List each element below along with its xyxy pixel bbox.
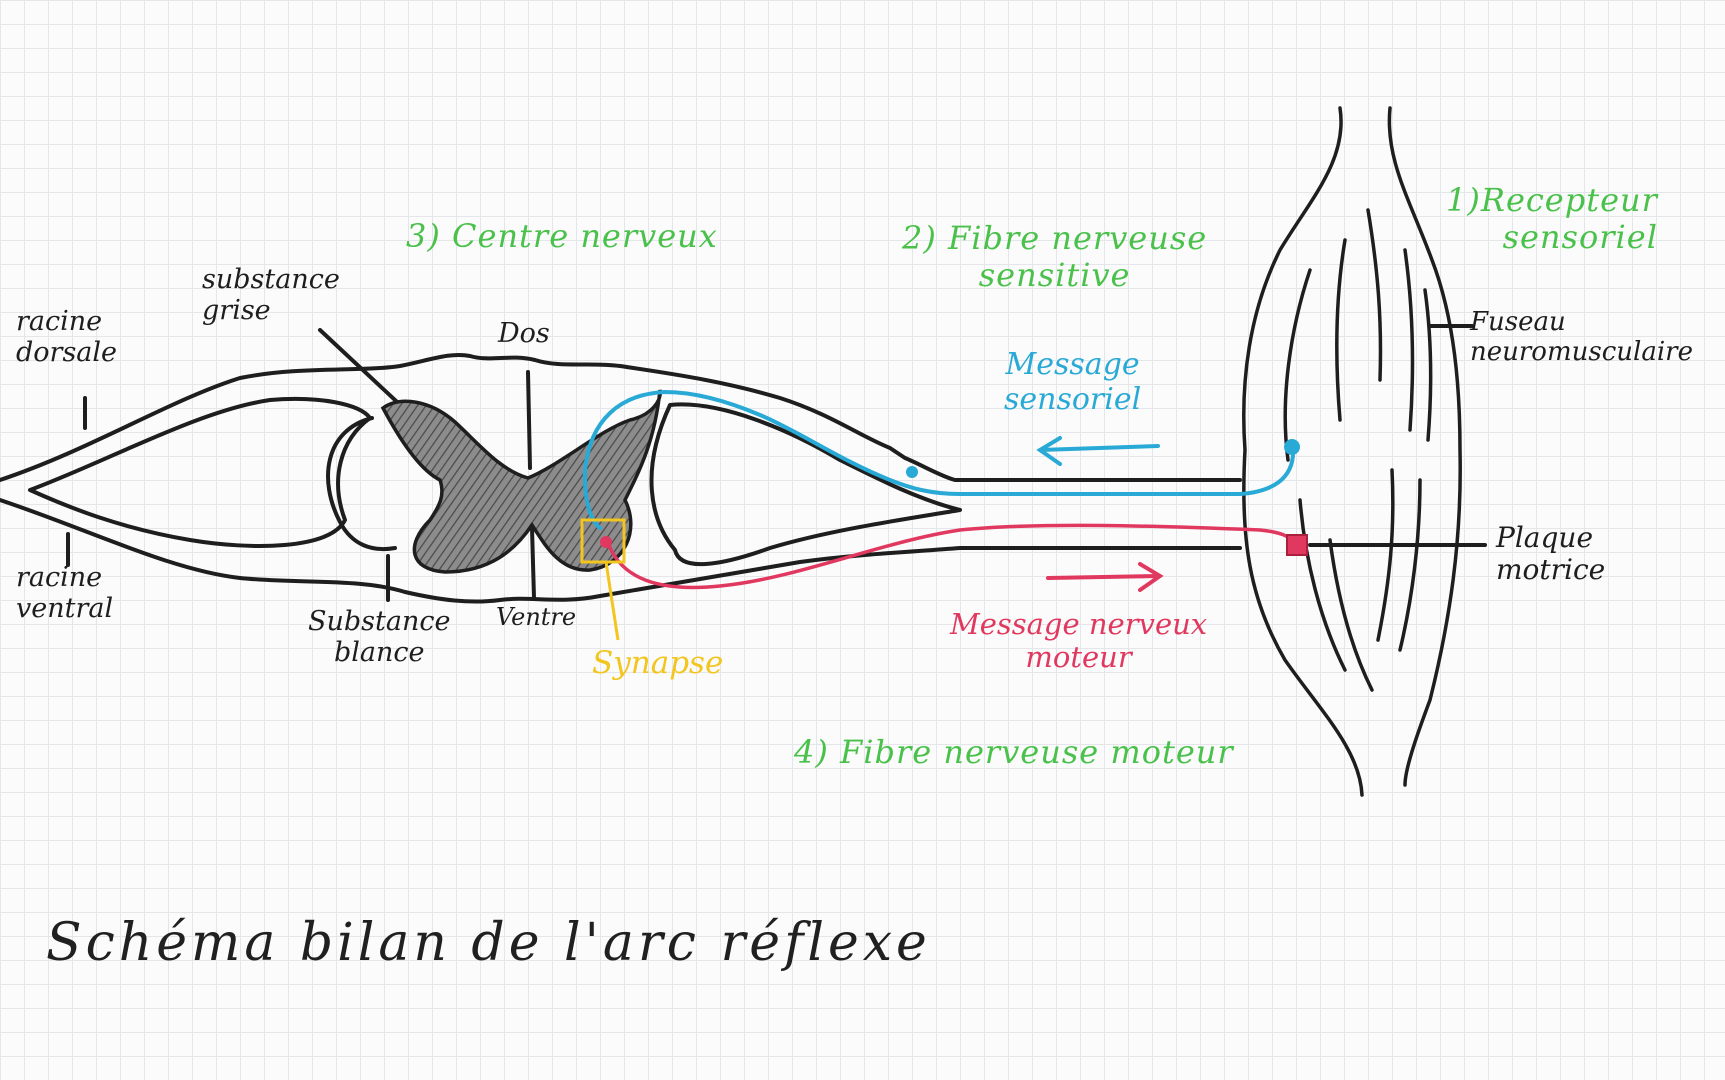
muscle-fiber bbox=[1334, 238, 1347, 422]
label-racine-ventral: racine ventral bbox=[16, 562, 114, 625]
muscle-outline-left bbox=[1242, 106, 1364, 797]
sensory-fiber bbox=[582, 389, 1296, 530]
label-dos: Dos bbox=[498, 318, 550, 349]
label-substance-blanche: Substance blance bbox=[308, 606, 451, 669]
sensory-cell-body-dot bbox=[906, 466, 918, 478]
label-centre-nerveux: 3) Centre nerveux bbox=[406, 217, 718, 255]
label-plaque-motrice: Plaque motrice bbox=[1496, 521, 1606, 587]
muscle-fiber bbox=[1298, 498, 1347, 672]
spinal-cord-outline-bottom bbox=[0, 498, 1242, 604]
label-ventre: Ventre bbox=[496, 603, 577, 631]
central-line bbox=[526, 370, 536, 600]
white-matter-left bbox=[326, 416, 397, 551]
muscle-fiber bbox=[1283, 268, 1312, 462]
motor-fiber bbox=[605, 523, 1298, 590]
label-racine-dorsale: racine dorsale bbox=[16, 306, 118, 369]
label-fibre-moteur: 4) Fibre nerveuse moteur bbox=[794, 733, 1234, 771]
label-fibre-sensitive: 2) Fibre nerveuse sensitive bbox=[902, 219, 1208, 294]
synapse-leader bbox=[604, 561, 620, 641]
label-message-moteur: Message nerveux moteur bbox=[950, 607, 1208, 675]
dorsal-root-ganglion bbox=[649, 402, 962, 567]
label-message-sensoriel: Message sensoriel bbox=[1004, 347, 1142, 417]
muscle-fiber bbox=[1423, 288, 1433, 442]
muscle-outline-right bbox=[1387, 106, 1462, 787]
motor-arrow bbox=[1046, 562, 1164, 592]
label-fuseau: Fuseau neuromusculaire bbox=[1470, 307, 1693, 367]
motor-neuron-dot bbox=[600, 536, 612, 548]
dorsal-root-inner bbox=[28, 396, 372, 548]
sensory-arrow bbox=[1036, 436, 1160, 466]
label-substance-grise: substance grise bbox=[202, 264, 340, 327]
sensory-receptor-dot bbox=[1284, 439, 1300, 455]
muscle-fiber bbox=[1398, 478, 1422, 652]
muscle-fiber bbox=[1328, 538, 1374, 692]
label-synapse: Synapse bbox=[592, 645, 724, 681]
diagram-title: Schéma bilan de l'arc réflexe bbox=[46, 913, 931, 973]
muscle-fiber bbox=[1366, 208, 1383, 382]
muscle-fiber bbox=[1403, 248, 1415, 432]
synapse-box bbox=[580, 518, 626, 564]
label-recepteur: 1)Recepteur sensoriel bbox=[1446, 181, 1658, 256]
spinal-cord-outline-top bbox=[0, 352, 1242, 482]
muscle-fiber bbox=[1376, 468, 1395, 642]
motor-endplate bbox=[1286, 534, 1308, 556]
grey-matter bbox=[380, 389, 662, 574]
leader-substance-grise bbox=[318, 328, 412, 416]
